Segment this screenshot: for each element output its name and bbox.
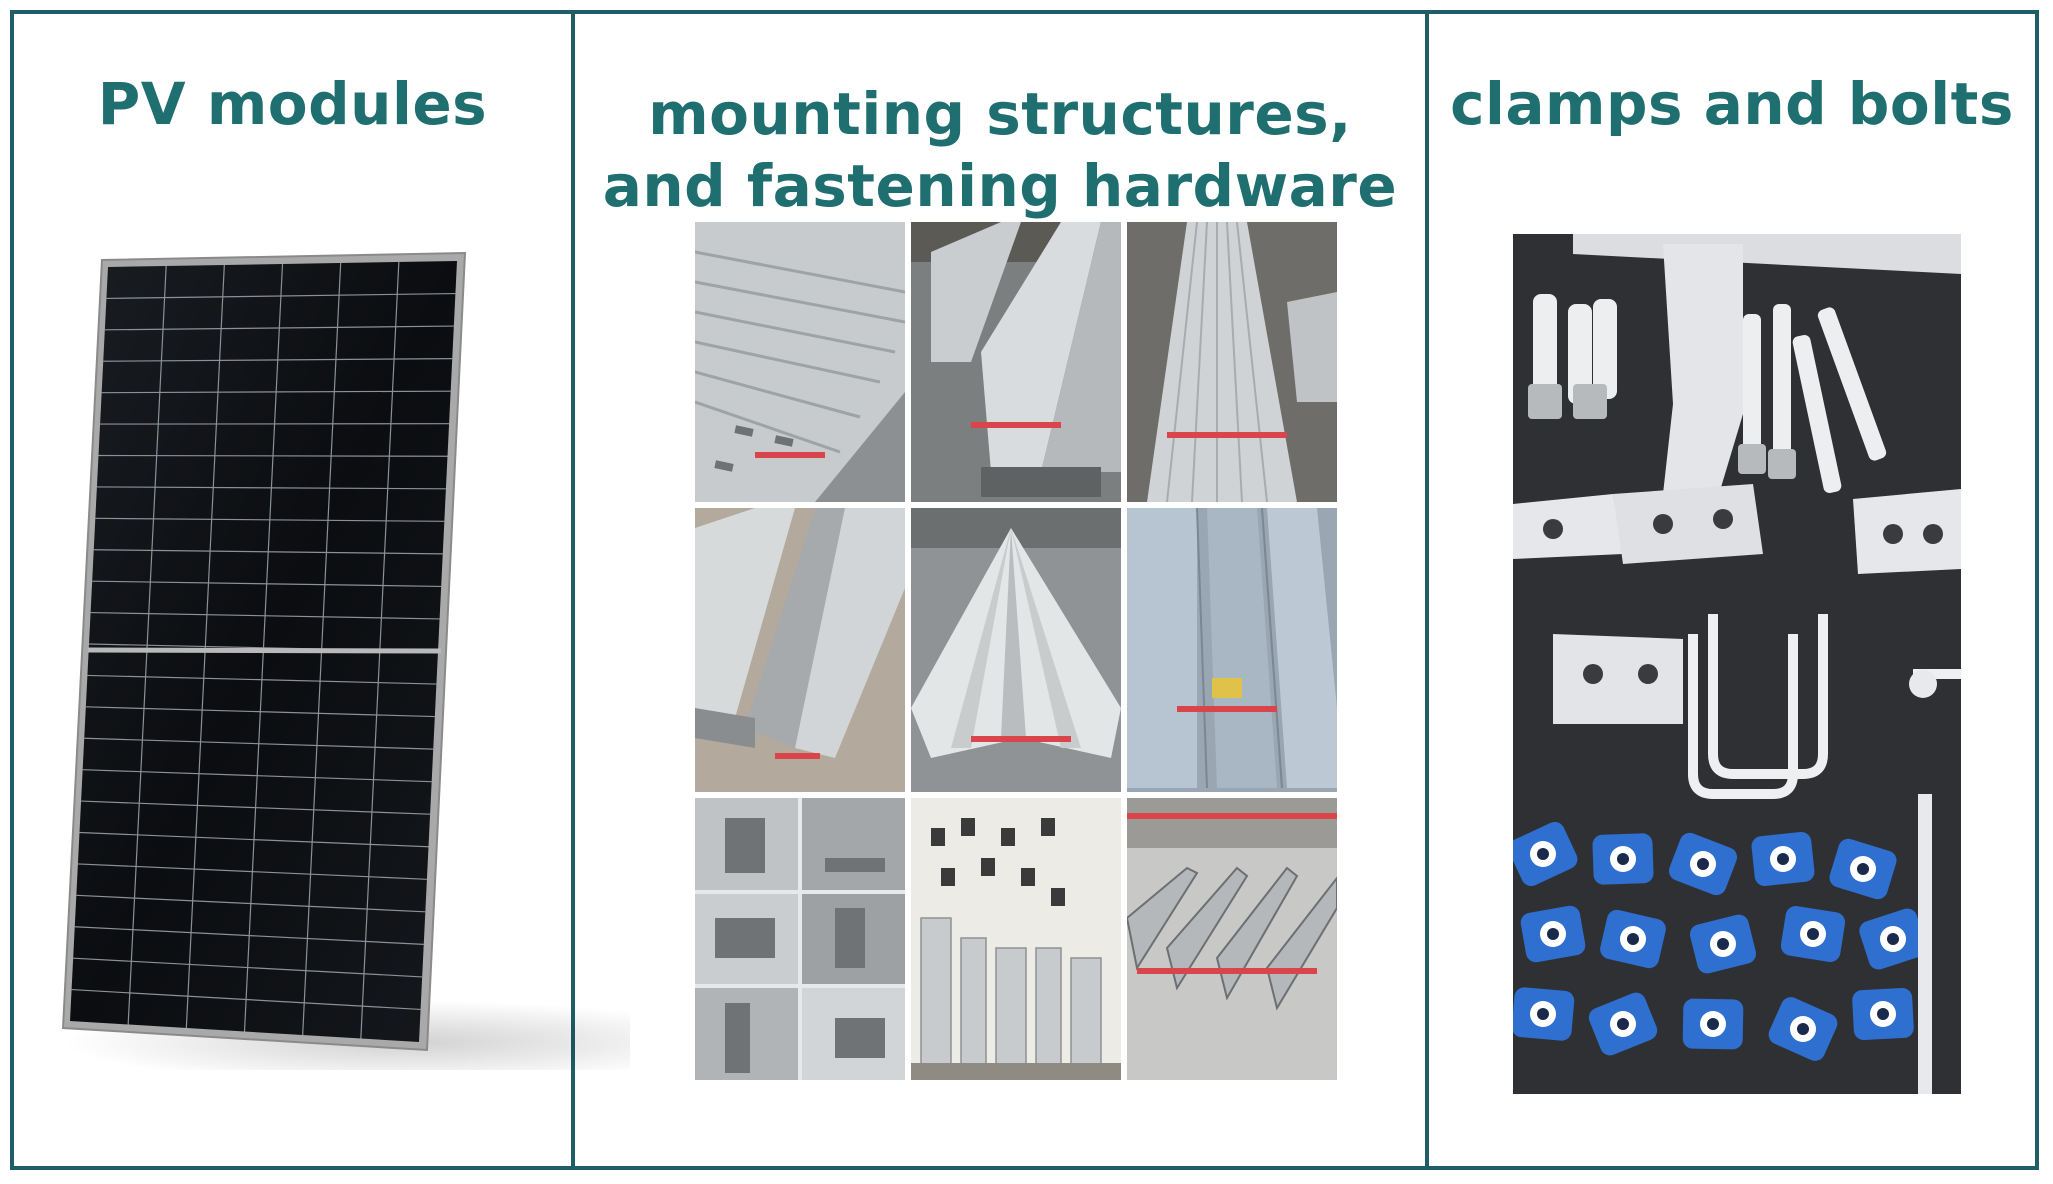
blue-clamp xyxy=(1513,987,1575,1041)
blue-clamp xyxy=(1780,906,1846,962)
divider-left xyxy=(571,10,575,1170)
panel-title: mounting structures, and fastening hardw… xyxy=(575,78,1425,222)
blue-clamp xyxy=(1513,821,1578,887)
c-channel-stack-photo xyxy=(695,222,905,502)
blue-clamp xyxy=(1520,905,1586,963)
blue-clamp xyxy=(1600,909,1666,969)
mounting-photo-grid xyxy=(695,222,1345,1080)
panel-title-line: clamps and bolts xyxy=(1450,70,2014,138)
u-profiles-photo xyxy=(695,508,905,792)
blue-clamp xyxy=(1689,914,1757,974)
clamps-bolts-panel: clamps and bolts xyxy=(1429,14,2035,1166)
panel-title-line: mounting structures, xyxy=(648,80,1352,148)
blue-clamp xyxy=(1859,908,1927,970)
outer-frame xyxy=(10,10,2039,1170)
blue-clamp xyxy=(1592,833,1654,885)
clamps-bolts-image xyxy=(1513,234,1961,1094)
slotted-channels-photo xyxy=(1127,798,1337,1080)
blue-clamp xyxy=(1768,997,1838,1061)
rail-display-photo xyxy=(911,798,1121,1080)
blue-clamp xyxy=(1852,987,1914,1041)
solar-panel-image xyxy=(61,251,467,1052)
steel-sheets-photo xyxy=(1127,508,1337,792)
blue-clamp xyxy=(1682,998,1744,1050)
panel-title: clamps and bolts xyxy=(1429,68,2035,140)
panel-title-line: PV modules xyxy=(97,70,488,138)
rail-profiles-photo xyxy=(911,222,1121,502)
v-profile-photo xyxy=(911,508,1121,792)
long-rails-photo xyxy=(1127,222,1337,502)
panel-title: PV modules xyxy=(14,68,571,140)
panel-title-line: and fastening hardware xyxy=(602,152,1398,220)
profile-collage-photo xyxy=(695,798,905,1080)
divider-right xyxy=(1425,10,1429,1170)
blue-clamp xyxy=(1588,992,1658,1056)
blue-clamp xyxy=(1829,838,1897,900)
mounting-structures-panel: mounting structures, and fastening hardw… xyxy=(575,14,1425,1166)
blue-clamp xyxy=(1751,831,1815,887)
pv-modules-panel: PV modules xyxy=(14,14,571,1166)
blue-clamp xyxy=(1668,832,1738,896)
